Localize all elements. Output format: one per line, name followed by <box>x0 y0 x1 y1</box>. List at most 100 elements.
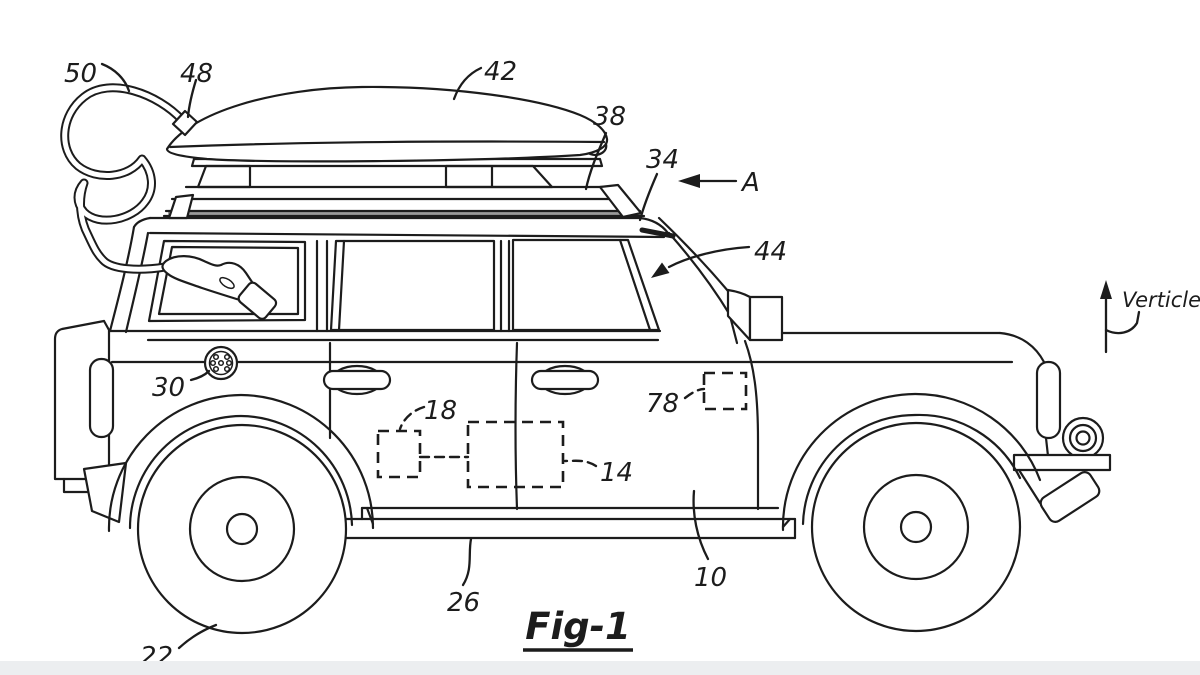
rack-pedestal-rear <box>196 164 252 189</box>
ref-label-78: 78 <box>646 389 679 419</box>
leader-34 <box>638 172 659 222</box>
figure-caption-text: Fig-1 <box>525 605 631 648</box>
hood-front-corner <box>998 331 1046 364</box>
roof <box>132 216 670 239</box>
fender-flares <box>107 392 1042 533</box>
headlight-mid <box>1068 423 1098 453</box>
rear-flare-end <box>365 506 375 526</box>
charge-port-pin <box>223 353 231 361</box>
front-tire <box>810 421 1022 633</box>
leader-38 <box>584 131 608 191</box>
leader-18 <box>398 405 426 431</box>
rear-tire <box>136 423 348 635</box>
plug-nozzle <box>237 281 278 320</box>
roof-top-line <box>148 216 670 235</box>
windshield <box>639 216 739 345</box>
rack-pedestal-front <box>444 164 554 189</box>
view-a-label: A <box>740 168 760 198</box>
wheels <box>136 421 1022 635</box>
component-box-14 <box>466 420 565 489</box>
vertical-axis-label: Verticle <box>1122 288 1200 312</box>
leader-30 <box>189 369 211 382</box>
ref-label-44: 44 <box>754 237 787 267</box>
roof-rear-corner <box>132 216 152 229</box>
charging-cable <box>60 83 199 274</box>
rear-hub <box>225 512 259 546</box>
rear-door-window <box>329 239 496 332</box>
front-rim <box>862 473 970 581</box>
ref-label-30: 30 <box>152 373 185 403</box>
component-box-18 <box>376 429 422 479</box>
bumper-end-cap <box>1039 471 1101 523</box>
ref-label-10: 10 <box>694 563 727 593</box>
leader-26 <box>461 537 473 587</box>
a-pillar-front-edge <box>657 216 730 293</box>
rack-shade-band <box>168 212 640 215</box>
windshield-base <box>639 227 676 239</box>
cargo-box-tip-curl <box>588 142 608 156</box>
cargo-box-outline <box>165 85 609 163</box>
vertical-arrowhead-icon <box>1100 280 1112 299</box>
ref-label-14: 14 <box>600 458 633 488</box>
quarter-window-glass <box>157 245 300 316</box>
a-pillar-rear-edge <box>667 231 732 317</box>
rear-end <box>53 319 128 524</box>
ref-label-50: 50 <box>64 59 97 89</box>
ref-label-38: 38 <box>593 102 626 132</box>
roof-bottom-line <box>148 231 666 239</box>
charge-port-pin <box>212 365 220 373</box>
headlight-inner <box>1075 430 1091 446</box>
ref-label-26: 26 <box>447 588 480 618</box>
rear-rim <box>188 475 296 583</box>
fender-seam <box>743 339 760 511</box>
roof-rack <box>162 157 646 220</box>
component-box-78 <box>702 371 748 411</box>
front-door-seam <box>514 341 519 511</box>
leader-lines <box>100 62 1141 650</box>
windshield-arrow-line <box>667 245 751 269</box>
front-door-window-frame-line <box>618 238 652 332</box>
cargo-box-lid-seam <box>168 140 606 149</box>
vertical-label-leader <box>1104 310 1141 335</box>
ref-label-42: 42 <box>484 57 517 87</box>
front-flare-inner <box>801 413 1022 526</box>
ref-label-18: 18 <box>424 396 457 426</box>
front-door-handle <box>530 369 600 391</box>
door-handles <box>322 364 600 396</box>
ref-label-48: 48 <box>180 59 213 89</box>
front-door-window <box>511 238 661 332</box>
cable-box-connector <box>171 109 199 137</box>
rocker-panel <box>338 506 797 540</box>
rear-door-window-frame-line <box>337 239 346 332</box>
front-grille-pillar <box>1035 360 1062 440</box>
rocker-ends <box>338 506 797 540</box>
charge-port-pin <box>209 359 217 367</box>
charge-port-pin <box>217 359 225 367</box>
mirror-housing <box>748 295 784 342</box>
rear-corner-outline <box>53 319 106 481</box>
leader-10 <box>692 489 710 561</box>
ev-connector-plug <box>161 255 278 320</box>
side-mirror <box>726 288 784 342</box>
charge-port-inner-ring <box>208 350 234 376</box>
taillight <box>88 357 115 439</box>
quarter-window-frame <box>147 239 307 323</box>
leader-14 <box>563 459 598 468</box>
figure-caption: Fig-1 <box>523 605 633 652</box>
hidden-component-boxes <box>376 371 748 489</box>
leader-78 <box>683 387 706 400</box>
charge-port-pin <box>212 353 220 361</box>
front-flare-end <box>781 517 792 529</box>
front-bumper-bar <box>1012 453 1112 472</box>
front-hub <box>899 510 933 544</box>
rear-pillar-outer <box>108 225 136 333</box>
roof-cargo-box <box>165 85 609 163</box>
cable-core <box>62 85 185 272</box>
front-flare-outer <box>781 392 1042 532</box>
windshield-arrowhead-icon <box>651 262 670 278</box>
leader-48 <box>186 78 198 119</box>
rear-flare-inner <box>128 414 354 530</box>
charge-port-pin <box>223 365 231 373</box>
rear-mud-flap <box>82 461 128 524</box>
